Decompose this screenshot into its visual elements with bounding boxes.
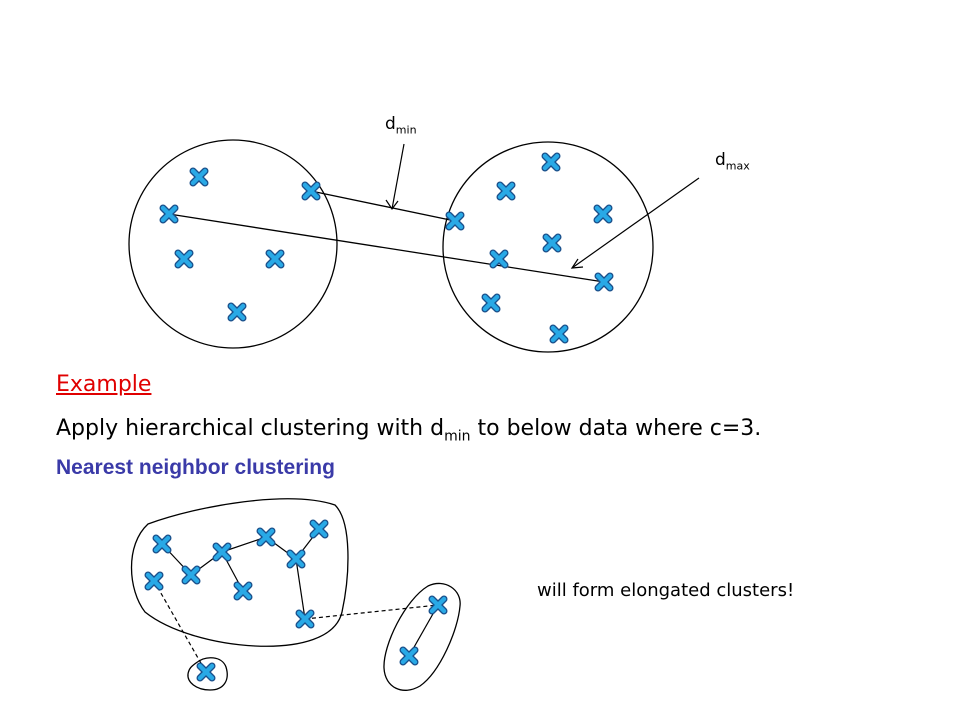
data-point-marker xyxy=(553,328,565,340)
dmin-label-base: d xyxy=(385,114,396,134)
data-point-marker xyxy=(148,575,160,587)
cluster-outline-pair xyxy=(383,582,461,691)
data-point-marker xyxy=(290,553,302,565)
data-point-marker xyxy=(403,650,415,662)
data-point-marker xyxy=(485,297,497,309)
data-point-marker xyxy=(237,585,249,597)
data-point-marker xyxy=(231,306,243,318)
data-point-marker xyxy=(432,599,444,611)
data-point-marker xyxy=(313,523,325,535)
dmax-pointer-arrow xyxy=(570,177,700,269)
data-point-marker xyxy=(185,569,197,581)
nearest-neighbor-chain xyxy=(161,528,439,657)
data-point-marker xyxy=(493,253,505,265)
cluster-outline-elongated xyxy=(130,498,349,647)
dmin-label-sub: min xyxy=(395,123,417,137)
data-point-marker xyxy=(178,253,190,265)
data-point-marker xyxy=(260,531,272,543)
cluster-circle-left xyxy=(128,139,338,349)
data-point-marker xyxy=(546,237,558,249)
data-point-marker xyxy=(269,253,281,265)
dmax-label-sub: max xyxy=(725,159,750,173)
example-heading: Example xyxy=(56,372,152,397)
data-point-marker xyxy=(597,208,609,220)
data-point-marker xyxy=(449,215,461,227)
data-point-marker xyxy=(156,538,168,550)
problem-suffix: to below data where c=3. xyxy=(470,416,762,441)
data-point-marker xyxy=(200,666,212,678)
method-title: Nearest neighbor clustering xyxy=(56,456,335,479)
dmax-line xyxy=(168,213,605,283)
inter-cluster-dashed-links xyxy=(153,580,439,673)
data-point-marker xyxy=(299,613,311,625)
data-point-marker xyxy=(216,546,228,558)
data-point-marker xyxy=(193,171,205,183)
data-point-marker xyxy=(500,185,512,197)
data-point-marker xyxy=(163,208,175,220)
problem-statement: Apply hierarchical clustering with dmin … xyxy=(56,416,761,444)
data-point-marker xyxy=(305,185,317,197)
data-point-marker xyxy=(545,156,557,168)
problem-sub: min xyxy=(444,428,471,445)
dmax-label-base: d xyxy=(715,150,726,170)
cluster-circle-right xyxy=(442,141,654,353)
elongated-clusters-note: will form elongated clusters! xyxy=(537,580,795,601)
cluster-outline-single xyxy=(187,657,228,691)
dmin-pointer-arrow xyxy=(385,143,405,211)
dmin-line xyxy=(310,190,456,222)
dmin-label: dmin xyxy=(385,114,417,136)
data-point-marker xyxy=(598,276,610,288)
problem-prefix: Apply hierarchical clustering with d xyxy=(56,416,445,441)
dmax-label: dmax xyxy=(715,150,750,172)
